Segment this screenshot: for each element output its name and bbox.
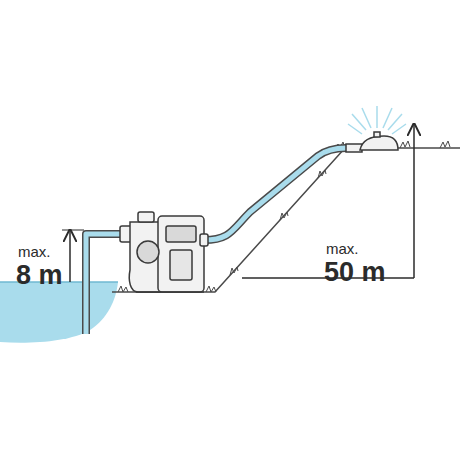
- dimension-prefix: max.: [18, 244, 51, 259]
- suction-hose: [86, 234, 124, 334]
- spray: [348, 106, 406, 134]
- height-arrow-delivery: [413, 124, 415, 278]
- dimension-value: 50 m: [324, 259, 386, 286]
- water-pond: [0, 282, 118, 343]
- height-tick: [62, 230, 84, 231]
- dimension-value: 8 m: [16, 262, 63, 289]
- pressure-hose: [204, 148, 346, 240]
- pressure-hose-outline: [204, 148, 346, 240]
- height-arrow-suction: [69, 230, 71, 282]
- grass: [118, 141, 450, 292]
- sprinkler: [346, 132, 398, 152]
- ground-line: [112, 148, 460, 292]
- pump-body: [120, 212, 208, 292]
- dimension-prefix: max.: [326, 241, 359, 256]
- suction-hose-outline: [86, 234, 124, 334]
